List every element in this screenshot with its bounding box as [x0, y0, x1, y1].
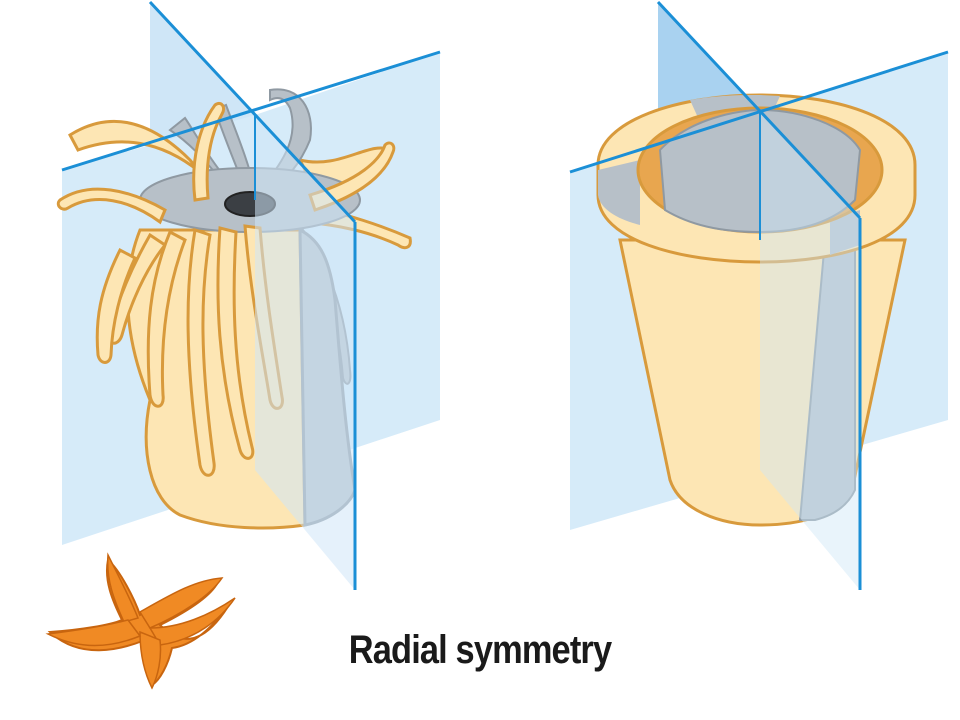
- flower-pot-figure: [569, 0, 949, 590]
- starfish-arm-bottom: [139, 630, 162, 690]
- anemone-front-plane-left: [255, 115, 355, 590]
- starfish-arm-right: [138, 577, 224, 629]
- sea-anemone-figure: [56, 0, 441, 590]
- starfish-figure: [45, 552, 236, 690]
- starfish-arm-lower-right: [148, 597, 236, 646]
- anemone-top-tentacles: [56, 101, 396, 225]
- pot-rim-shaded-right: [830, 210, 860, 255]
- pot-front-plane: [760, 112, 860, 590]
- pot-body-shaded-stripe: [798, 239, 856, 521]
- pot-rim-shaded-left: [598, 160, 640, 225]
- starfish-arm-left: [45, 619, 142, 647]
- pot-plane-edge-1: [656, 0, 862, 220]
- starfish-arm-top: [106, 552, 140, 623]
- anemone-plane-edge-2: [61, 50, 441, 172]
- diagram-caption: Radial symmetry: [348, 628, 612, 672]
